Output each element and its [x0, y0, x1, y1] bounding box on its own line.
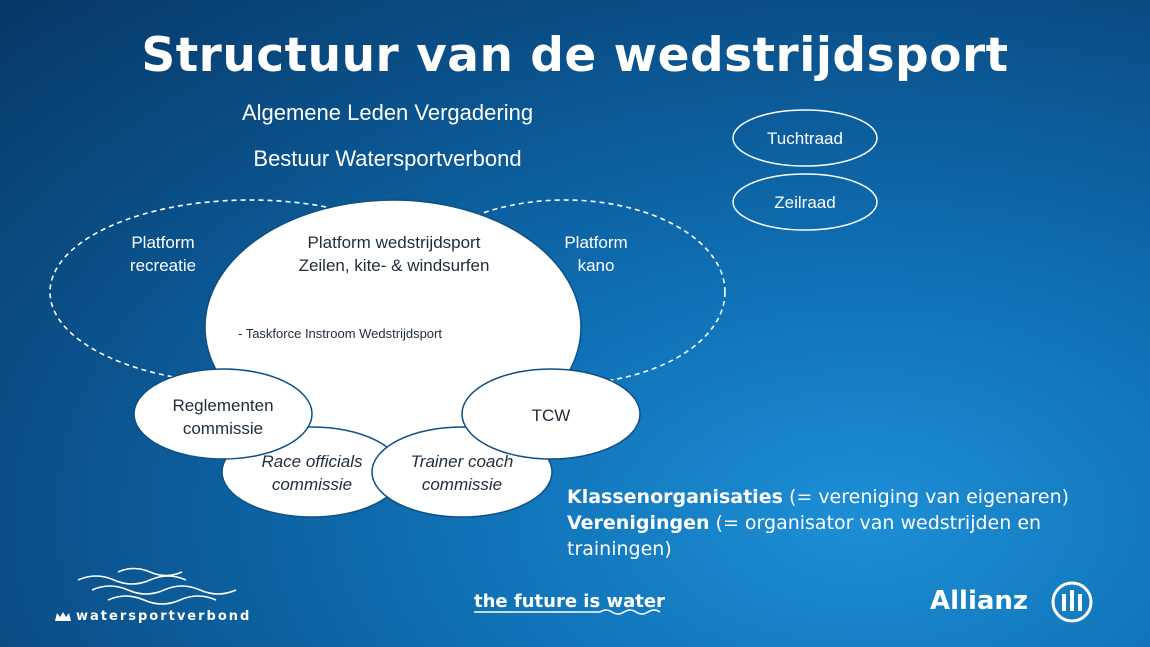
- reglementen-label: Reglementen commissie: [172, 396, 274, 438]
- race-officials-label: Race officials commissie: [261, 452, 363, 494]
- watersportverbond-logo-text: watersportverbond: [76, 609, 252, 624]
- trainer-coach-label: Trainer coach commissie: [410, 452, 514, 494]
- taskforce-label: - Taskforce Instroom Wedstrijdsport: [238, 326, 442, 341]
- klassenorganisaties-line: Klassenorganisaties (= vereniging van ei…: [567, 486, 1070, 508]
- alv-label: Algemene Leden Vergadering: [241, 100, 534, 125]
- organisations-text: Klassenorganisaties (= vereniging van ei…: [567, 484, 1137, 562]
- platform-wedstrijdsport-label: Platform wedstrijdsport Zeilen, kite- & …: [298, 233, 490, 275]
- tcw-oval: [461, 368, 641, 460]
- tuchtraad-oval: [732, 109, 878, 167]
- zeilraad-label: Zeilraad: [774, 193, 836, 212]
- wave-underline-icon: [474, 609, 661, 615]
- page-title: Structuur van de wedstrijdsport: [141, 28, 1009, 83]
- reglementen-oval: [133, 368, 313, 460]
- allianz-emblem-icon: [1051, 581, 1093, 623]
- tcw-label: TCW: [531, 406, 571, 425]
- crown-icon: [55, 612, 71, 621]
- tuchtraad-label: Tuchtraad: [767, 129, 843, 148]
- verenigingen-line: Verenigingen (= organisator van wedstrij…: [567, 512, 1042, 560]
- watersportverbond-logo-icon: [77, 567, 237, 605]
- future-is-water-slogan: the future is water: [474, 591, 665, 612]
- zeilraad-oval: [732, 173, 878, 231]
- platform-recreatie-label: Platform recreatie: [129, 233, 197, 275]
- bestuur-label: Bestuur Watersportverbond: [253, 146, 522, 171]
- platform-kano-label: Platform kano: [564, 233, 628, 275]
- allianz-logo-text: Allianz: [930, 586, 1029, 616]
